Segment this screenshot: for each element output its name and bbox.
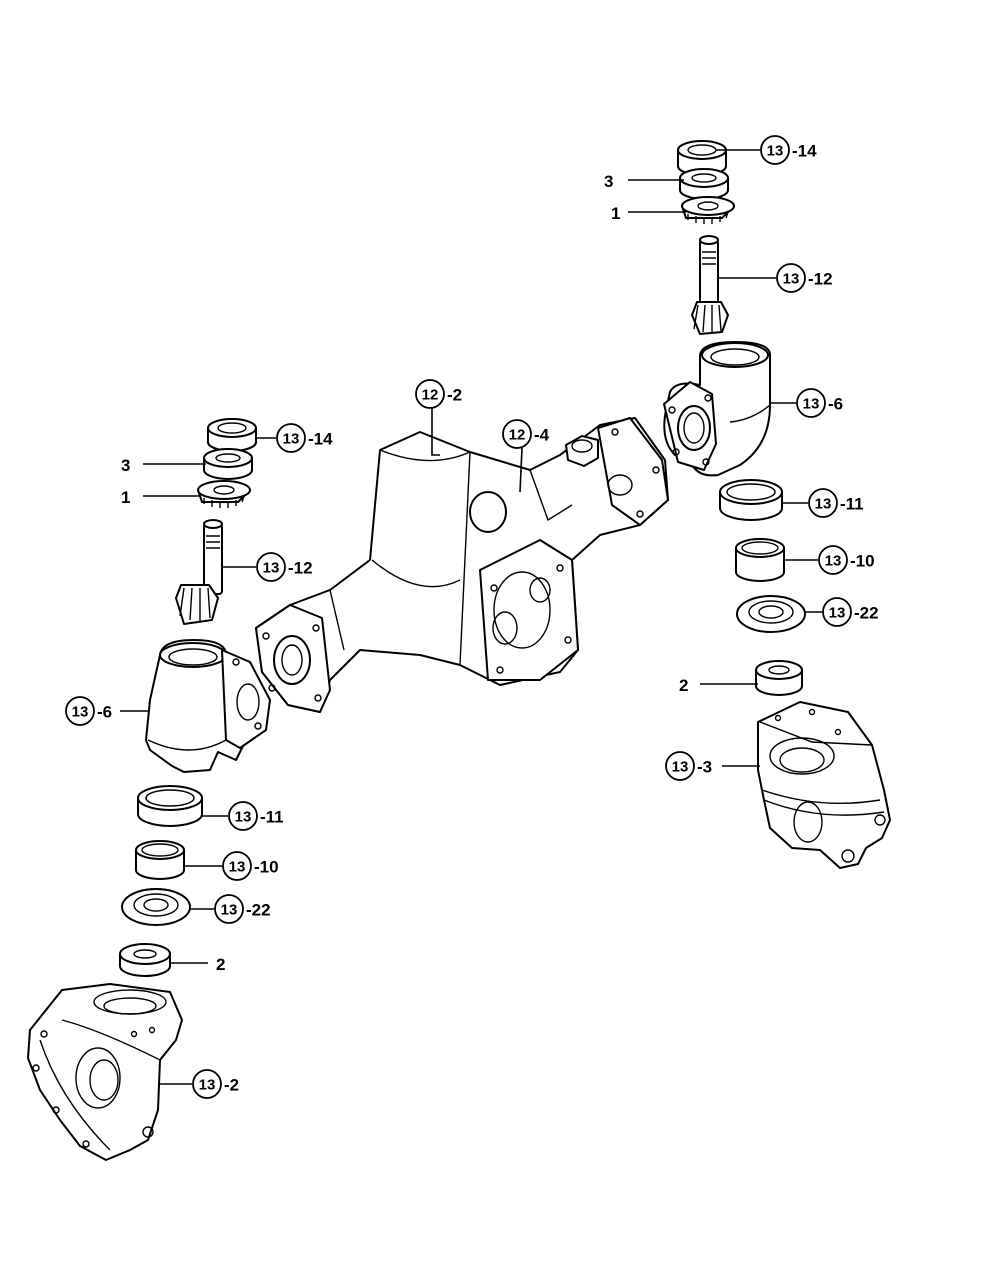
- right-knuckle-support-part: [663, 341, 771, 477]
- callout-l-13-11: 13 -11: [228, 801, 284, 831]
- callout-r-3: 3: [604, 172, 613, 191]
- callout-l-13-14: 13 -14: [276, 423, 333, 453]
- left-vertical-shaft-part: [175, 519, 223, 625]
- svg-text:-11: -11: [840, 495, 864, 514]
- callout-c-12-2: 12 -2: [415, 379, 462, 409]
- svg-text:13: 13: [263, 560, 280, 577]
- callout-r-13-11: 13 -11: [808, 488, 864, 518]
- svg-text:13: 13: [803, 396, 820, 413]
- right-bearing-race-part: [719, 479, 783, 521]
- left-bushing-part: [135, 840, 185, 880]
- callout-l-13-22: 13 -22: [214, 894, 271, 924]
- right-ball-bearing-part: [736, 595, 806, 633]
- right-steering-knuckle-part: [757, 701, 891, 869]
- svg-text:2: 2: [679, 676, 688, 695]
- callout-r-13-22: 13 -22: [822, 597, 879, 627]
- svg-text:-22: -22: [854, 604, 879, 623]
- svg-text:-10: -10: [254, 858, 279, 877]
- svg-text:13: 13: [229, 859, 246, 876]
- right-bearing-part: [679, 168, 729, 200]
- left-steering-knuckle-part: [27, 983, 183, 1161]
- callout-l-13-6: 13 -6: [65, 696, 112, 726]
- svg-text:-6: -6: [97, 703, 112, 722]
- svg-text:-4: -4: [534, 426, 550, 445]
- svg-text:13: 13: [767, 143, 784, 160]
- svg-text:-6: -6: [828, 395, 843, 414]
- svg-text:-12: -12: [808, 270, 833, 289]
- svg-text:-11: -11: [260, 808, 284, 827]
- callout-r-13-14: 13 -14: [760, 135, 817, 165]
- callout-l-13-12: 13 -12: [256, 552, 313, 582]
- callout-c-12-4: 12 -4: [502, 419, 550, 449]
- svg-text:13: 13: [672, 759, 689, 776]
- left-oil-seal-part: [207, 418, 257, 452]
- svg-text:-3: -3: [697, 758, 712, 777]
- right-bushing-part: [735, 538, 785, 582]
- callout-l-13-2: 13 -2: [192, 1069, 239, 1099]
- svg-text:-2: -2: [447, 386, 462, 405]
- left-knuckle-support-part: [145, 639, 271, 773]
- left-small-bearing-part: [119, 943, 171, 977]
- svg-text:-12: -12: [288, 559, 313, 578]
- svg-text:13: 13: [815, 496, 832, 513]
- callout-l-3: 3: [121, 456, 130, 475]
- svg-text:-2: -2: [224, 1076, 239, 1095]
- svg-text:12: 12: [509, 427, 526, 444]
- right-small-bearing-part: [755, 660, 803, 696]
- callout-r-13-10: 13 -10: [818, 545, 875, 575]
- callout-r-13-3: 13 -3: [665, 751, 712, 781]
- left-bearing-part: [203, 448, 253, 480]
- svg-text:13: 13: [235, 809, 252, 826]
- left-bevel-gear-part: [197, 480, 251, 508]
- svg-text:13: 13: [825, 553, 842, 570]
- svg-text:-10: -10: [850, 552, 875, 571]
- svg-text:-14: -14: [792, 142, 817, 161]
- svg-text:3: 3: [604, 172, 613, 191]
- callout-l-13-10: 13 -10: [222, 851, 279, 881]
- callout-r-13-12: 13 -12: [776, 263, 833, 293]
- svg-text:13: 13: [72, 704, 89, 721]
- callout-r-2: 2: [679, 676, 688, 695]
- callout-r-13-6: 13 -6: [796, 388, 843, 418]
- svg-text:-22: -22: [246, 901, 271, 920]
- svg-text:12: 12: [422, 387, 439, 404]
- svg-text:1: 1: [611, 204, 620, 223]
- svg-text:2: 2: [216, 955, 225, 974]
- svg-text:13: 13: [829, 605, 846, 622]
- svg-text:1: 1: [121, 488, 130, 507]
- svg-text:-14: -14: [308, 430, 333, 449]
- callout-l-2: 2: [216, 955, 225, 974]
- left-bearing-race-part: [137, 785, 203, 827]
- svg-text:13: 13: [283, 431, 300, 448]
- callout-r-1: 1: [611, 204, 620, 223]
- svg-text:13: 13: [221, 902, 238, 919]
- right-vertical-shaft-part: [691, 235, 729, 335]
- svg-text:13: 13: [199, 1077, 216, 1094]
- svg-text:3: 3: [121, 456, 130, 475]
- callout-l-1: 1: [121, 488, 130, 507]
- axle-housing-part: [255, 417, 669, 713]
- leader-lines: [120, 149, 822, 1085]
- svg-text:13: 13: [783, 271, 800, 288]
- left-ball-bearing-part: [121, 888, 191, 926]
- right-bevel-gear-part: [681, 196, 735, 224]
